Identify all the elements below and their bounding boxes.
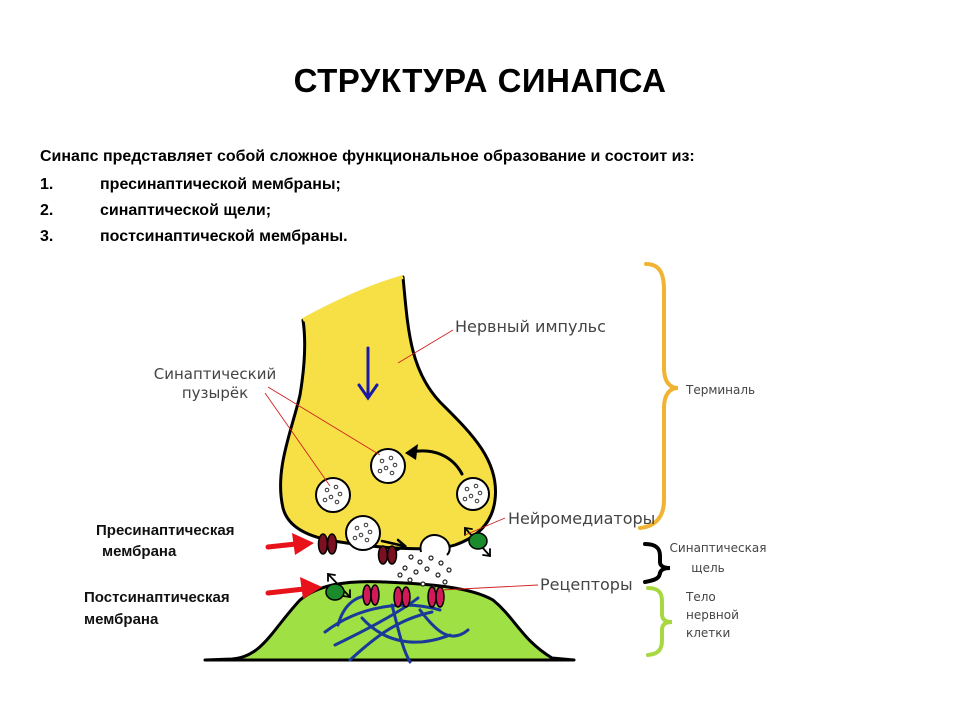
transport-arrow <box>405 444 464 476</box>
released-neurotransmitters <box>397 554 452 591</box>
transporter-postsynaptic <box>325 583 345 601</box>
synaptic-vesicle <box>315 477 351 513</box>
list-number: 2. <box>40 202 54 219</box>
label-synaptic-cleft: щель <box>691 561 724 575</box>
postsynaptic-pointer-arrow <box>265 577 322 599</box>
label-terminal: Терминаль <box>685 383 755 397</box>
label-postsynaptic-membrane: мембрана <box>84 611 159 628</box>
impulse-arrow <box>357 346 379 401</box>
synaptic-vesicle <box>345 515 381 551</box>
fusing-vesicle <box>419 534 451 556</box>
label-leader-lines <box>264 329 539 591</box>
label-receptors: Рецепторы <box>540 575 633 594</box>
receptor <box>427 586 445 608</box>
intro-text: Синапс представляет собой сложное функци… <box>40 148 695 165</box>
label-vesicle: пузырёк <box>182 384 248 402</box>
list-item: 2. синаптической щели; <box>40 202 271 220</box>
label-presynaptic-membrane: мембрана <box>102 543 177 560</box>
receptor <box>362 584 380 606</box>
list-item: 1. пресинаптической мембраны; <box>40 176 341 194</box>
label-vesicle: Синаптический <box>154 365 276 383</box>
presynaptic-ion-channel <box>377 545 398 565</box>
list-text: постсинаптической мембраны. <box>100 228 348 245</box>
cell-body-brace <box>646 586 673 657</box>
label-cell-body: Тело <box>685 590 716 604</box>
label-cell-body: клетки <box>686 626 730 640</box>
label-presynaptic-membrane: Пресинаптическая <box>96 522 234 539</box>
label-cell-body: нервной <box>686 608 739 622</box>
page-title: СТРУКТУРА СИНАПСА <box>293 62 667 99</box>
list-number: 1. <box>40 176 54 193</box>
terminal-top-edge <box>302 275 404 322</box>
terminal-brace <box>638 262 679 530</box>
list-item: 3. постсинаптической мембраны. <box>40 228 348 246</box>
transporter-presynaptic <box>468 532 488 550</box>
synaptic-vesicle <box>370 448 406 484</box>
list-text: пресинаптической мембраны; <box>100 176 341 193</box>
label-synaptic-cleft: Синаптическая <box>670 541 767 555</box>
presynaptic-pointer-arrow <box>265 533 314 555</box>
list-text: синаптической щели; <box>100 202 272 219</box>
postsynaptic-cell-body <box>203 580 576 662</box>
synaptic-vesicle <box>456 477 490 511</box>
receptor <box>393 586 411 608</box>
label-postsynaptic-membrane: Постсинаптическая <box>84 589 230 606</box>
cleft-brace <box>643 542 671 584</box>
small-arrow <box>380 538 408 552</box>
label-neurotransmitters: Нейромедиаторы <box>508 509 655 528</box>
list-number: 3. <box>40 228 54 245</box>
presynaptic-ion-channel <box>317 533 338 555</box>
label-nerve-impulse: Нервный импульс <box>455 317 606 336</box>
